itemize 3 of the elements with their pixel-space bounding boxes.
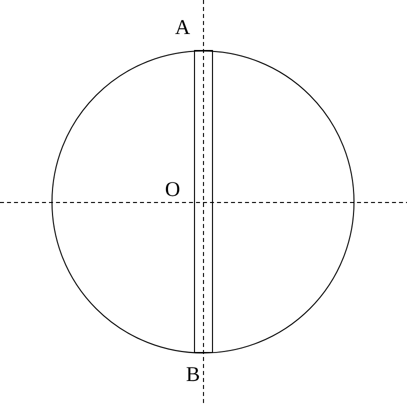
point-label: A (175, 17, 190, 38)
point-label: O (165, 179, 180, 200)
point-label: B (186, 364, 200, 385)
